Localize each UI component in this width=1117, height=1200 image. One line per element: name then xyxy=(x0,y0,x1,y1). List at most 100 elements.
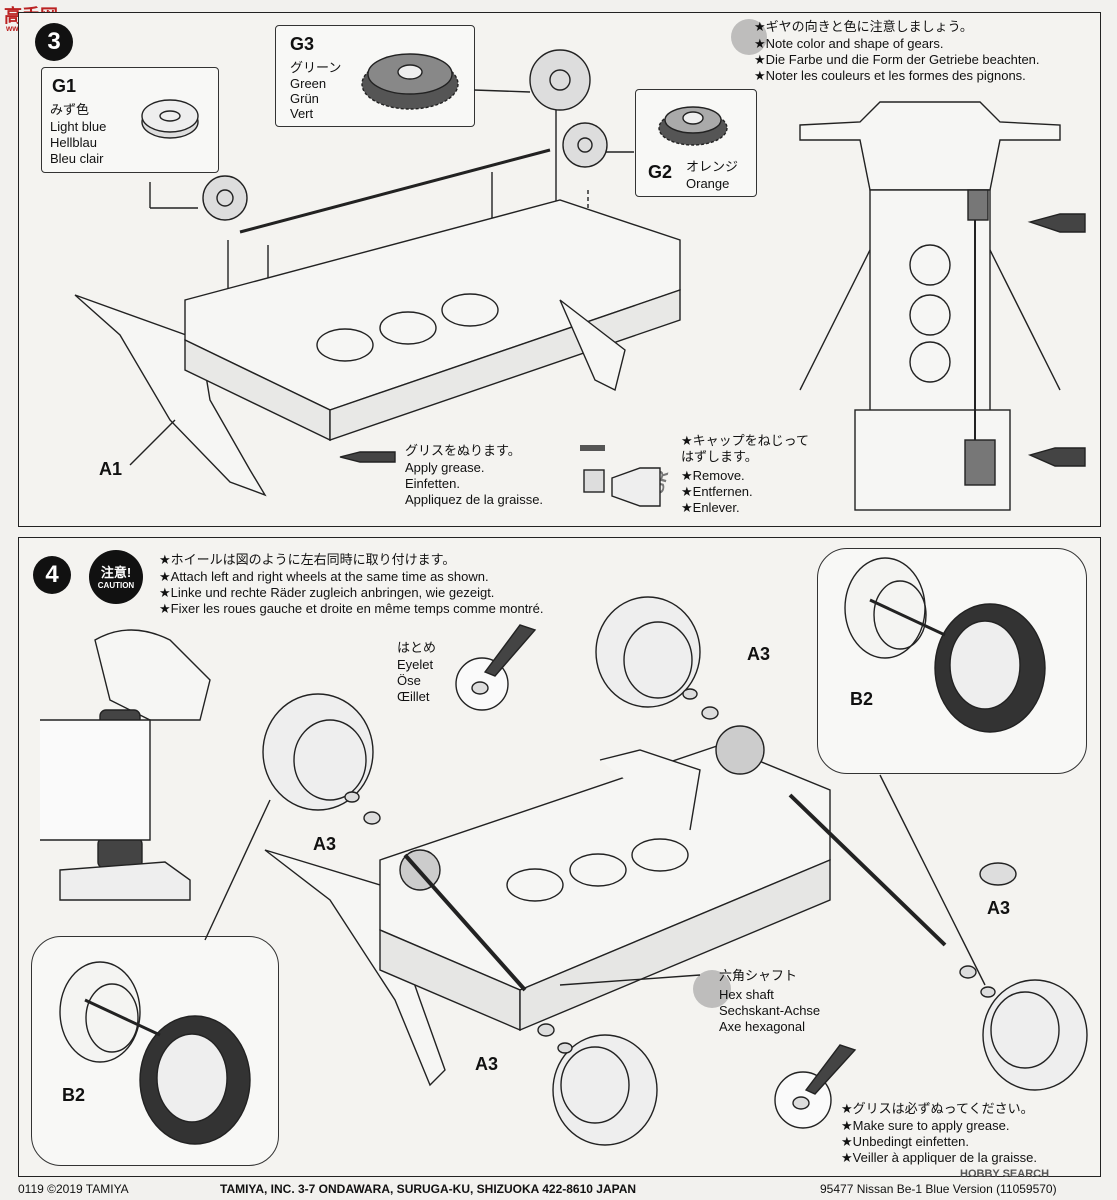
grease-tube-icon xyxy=(1027,213,1086,233)
note-en: ★Note color and shape of gears. xyxy=(754,36,944,51)
cap-en: ★Remove. xyxy=(681,468,745,483)
grease-fr: ★Veiller à appliquer de la graisse. xyxy=(841,1150,1037,1165)
hex-shaft-de: Sechskant-Achse xyxy=(719,1003,821,1018)
grease-de: ★Unbedingt einfetten. xyxy=(841,1134,970,1149)
part-name-jp: オレンジ xyxy=(686,159,739,174)
hex-shaft-jp: 六角シャフト xyxy=(719,968,798,983)
bushing-icon xyxy=(959,965,977,979)
part-code: G1 xyxy=(52,76,77,96)
part-code: G2 xyxy=(648,162,673,182)
shaft-icon xyxy=(239,148,551,234)
part-name-en: Light blue xyxy=(50,119,107,134)
chassis-a1-icon xyxy=(74,199,681,497)
wheel-icon xyxy=(982,979,1088,1091)
part-label-a3: A3 xyxy=(475,1054,499,1074)
tire-icon xyxy=(139,1015,251,1145)
grease-en: Apply grease. xyxy=(405,460,485,475)
part-label-a3: A3 xyxy=(313,834,337,854)
wheel-rim-icon xyxy=(59,961,141,1063)
eyelet-icon xyxy=(979,862,1017,886)
arrow-icon xyxy=(869,598,946,637)
gear-icon xyxy=(562,122,608,168)
caution-jp: 注意! xyxy=(100,565,132,580)
wheel-icon xyxy=(262,693,374,811)
note-jp: ★ホイールは図のように左右同時に取り付けます。 xyxy=(159,552,456,567)
cap-jp-2: はずします。 xyxy=(681,449,758,464)
note-de: ★Die Farbe und die Form der Getriebe bea… xyxy=(754,52,1040,67)
bushing-icon xyxy=(980,986,996,998)
cap-fr: ★Enlever. xyxy=(681,500,740,515)
grease-tube-icon xyxy=(1027,447,1086,467)
arrow-icon xyxy=(84,998,161,1037)
hand-assembly-icon xyxy=(40,629,211,901)
bushing-icon xyxy=(344,791,360,803)
gear-icon xyxy=(202,175,248,221)
part-name-fr: Bleu clair xyxy=(50,151,104,166)
part-label-a1: A1 xyxy=(99,459,123,479)
note-highlight xyxy=(693,970,731,1008)
cap-de: ★Entfernen. xyxy=(681,484,753,499)
note-highlight xyxy=(731,19,767,55)
footer-address: TAMIYA, INC. 3-7 ONDAWARA, SURUGA-KU, SH… xyxy=(220,1182,637,1196)
note-de: ★Linke und rechte Räder zugleich anbring… xyxy=(159,585,495,600)
caution-en: CAUTION xyxy=(97,581,135,590)
step-number: 3 xyxy=(35,23,73,61)
eyelet-de: Öse xyxy=(397,673,421,688)
note-en: ★Attach left and right wheels at the sam… xyxy=(159,569,489,584)
part-label-a3: A3 xyxy=(987,898,1011,918)
gear-g2-icon xyxy=(658,106,728,146)
part-label-b2: B2 xyxy=(62,1085,86,1105)
eyelet-en: Eyelet xyxy=(397,657,434,672)
part-name-fr: Vert xyxy=(290,106,314,121)
eyelet-icon xyxy=(792,1096,810,1110)
footer-code: 0119 ©2019 TAMIYA xyxy=(18,1182,129,1196)
part-name-jp: グリーン xyxy=(290,60,342,75)
step-number: 4 xyxy=(33,556,71,594)
callout-line xyxy=(879,774,986,986)
note-fr: ★Fixer les roues gauche et droite en mêm… xyxy=(159,601,544,616)
grease-tube-icon xyxy=(339,451,396,463)
bushing-icon xyxy=(363,811,381,825)
grease-tube-icon xyxy=(804,1044,857,1095)
callout-line xyxy=(204,799,271,941)
gear-icon xyxy=(529,49,591,111)
grease-fr: Appliquez de la graisse. xyxy=(405,492,544,507)
eyelet-jp: はとめ xyxy=(397,640,437,655)
hex-shaft-en: Hex shaft xyxy=(719,987,774,1002)
hex-shaft-icon xyxy=(788,793,947,947)
part-name-jp: みず色 xyxy=(50,102,90,117)
grease-tube-icon xyxy=(611,467,661,507)
wheel-icon xyxy=(552,1034,658,1146)
part-label-a3: A3 xyxy=(747,644,771,664)
part-name-en: Orange xyxy=(686,176,730,191)
eyelet-icon xyxy=(471,681,489,695)
gear-g1-icon xyxy=(141,99,199,139)
bushing-icon xyxy=(701,706,719,720)
callout-line xyxy=(559,974,701,986)
note-jp: ★ギヤの向きと色に注意しましょう。 xyxy=(754,19,973,34)
note-fr: ★Noter les couleurs et les formes des pi… xyxy=(754,68,1026,83)
part-code: G3 xyxy=(290,34,315,54)
grease-en: ★Make sure to apply grease. xyxy=(841,1118,1010,1133)
hex-shaft-icon xyxy=(403,853,527,992)
callout-line xyxy=(473,89,531,93)
part-name-de: Grün xyxy=(290,91,319,106)
bushing-icon xyxy=(537,1023,555,1037)
chassis-top-view-icon xyxy=(799,101,1061,511)
tire-icon xyxy=(934,603,1046,733)
eyelet-fr: Œillet xyxy=(397,689,430,704)
cap-jp-1: ★キャップをねじって xyxy=(681,433,810,448)
cap-icon xyxy=(583,469,605,493)
grease-tube-icon xyxy=(483,624,537,677)
chassis-icon xyxy=(264,725,831,1087)
part-name-en: Green xyxy=(290,76,327,91)
caution-badge: 注意! CAUTION xyxy=(89,550,143,604)
bushing-icon xyxy=(557,1042,573,1054)
part-name-de: Hellblau xyxy=(50,135,97,150)
part-label-b2: B2 xyxy=(850,689,874,709)
grease-de: Einfetten. xyxy=(405,476,460,491)
bushing-icon xyxy=(682,688,698,700)
watermark-hobby-search: HOBBY SEARCH xyxy=(960,1168,1050,1180)
